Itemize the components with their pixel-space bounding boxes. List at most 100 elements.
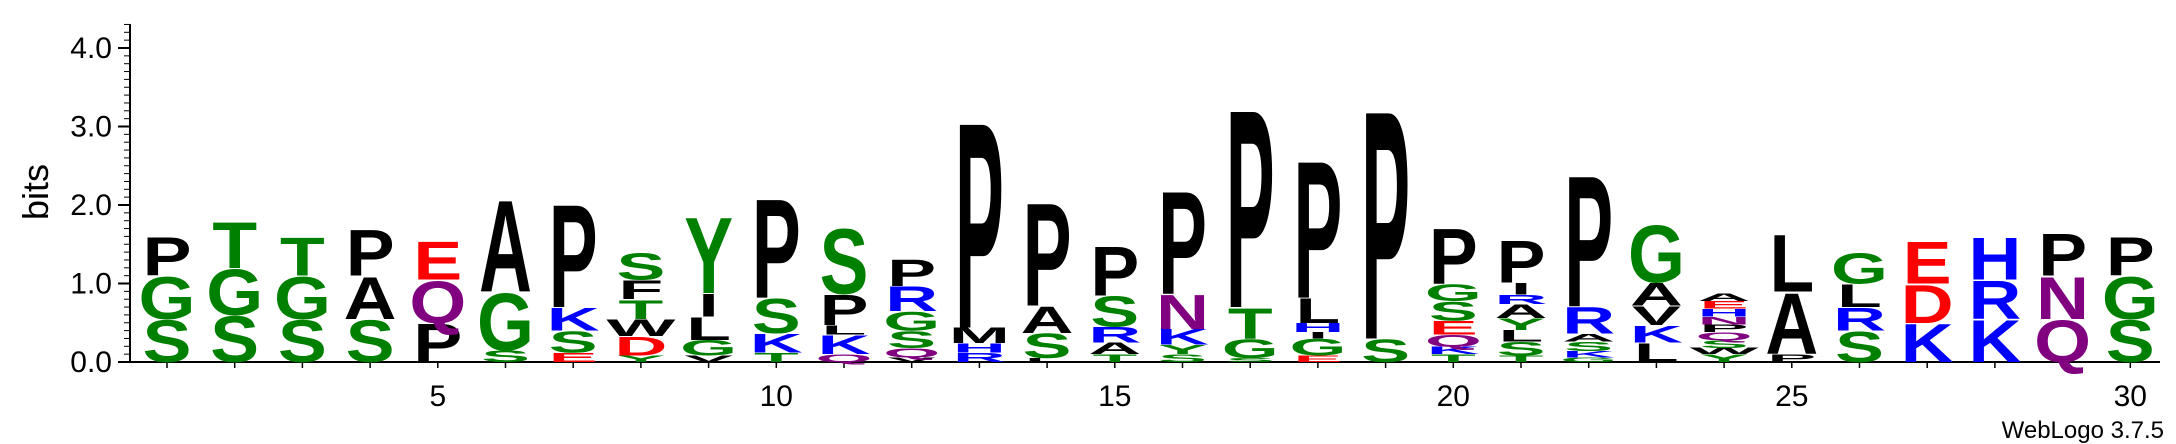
logo-letter-L: L — [1499, 327, 1544, 345]
logo-letter-T: T — [280, 227, 325, 288]
logo-letter-Y: Y — [1700, 352, 1749, 364]
logo-letter-R: R — [1968, 270, 2021, 331]
logo-letter-E: E — [1903, 230, 1952, 297]
logo-letter-T: T — [1431, 352, 1476, 364]
logo-letter-S: S — [1497, 338, 1546, 360]
y-ticks: 0.01.02.03.04.0 — [70, 23, 130, 379]
logo-letter-I: I — [698, 288, 718, 324]
logo-letter-R: R — [1088, 323, 1141, 347]
logo-letter-P: P — [346, 216, 395, 290]
logo-letter-S: S — [1158, 352, 1207, 364]
logo-letter-R: R — [953, 350, 1006, 365]
logo-letter-S: S — [1700, 338, 1749, 350]
logo-letter-D: D — [614, 331, 667, 362]
logo-letter-L: L — [1025, 357, 1070, 363]
logo-letter-S: S — [1090, 287, 1139, 336]
logo-letter-P: P — [1361, 43, 1410, 409]
logo-letter-P: P — [1023, 173, 1072, 338]
logo-letter-G: G — [1560, 356, 1617, 363]
logo-letter-V: V — [684, 354, 733, 364]
logo-letter-P: P — [549, 174, 598, 339]
logo-letter-S: S — [1564, 339, 1613, 354]
logo-letter-S: S — [2106, 308, 2155, 375]
logo-letter-P: P — [820, 285, 869, 334]
logo-letter-M: M — [949, 324, 1010, 348]
logo-letter-G: G — [680, 336, 737, 360]
logo-letter-S: S — [210, 303, 259, 377]
logo-letter-H: H — [1291, 320, 1344, 335]
logo-letter-G: G — [206, 256, 263, 330]
logo-letter-E: E — [1700, 299, 1749, 311]
logo-letter-P: P — [1429, 213, 1478, 301]
logo-letter-H: H — [953, 341, 1006, 356]
logo-letter-P: P — [1767, 352, 1816, 364]
logo-letter-Y: Y — [1158, 342, 1207, 357]
logo-letter-G: G — [2102, 265, 2159, 332]
logo-letter-K: K — [750, 328, 803, 359]
logo-letter-Y: Y — [1497, 315, 1546, 333]
logo-letter-L: L — [686, 311, 731, 347]
logo-letter-A: A — [1562, 332, 1615, 344]
y-tick-label: 2.0 — [70, 189, 112, 222]
logo-letter-I: I — [1308, 331, 1328, 341]
logo-letter-Q: Q — [883, 346, 940, 361]
logo-letter-S: S — [616, 246, 665, 288]
logo-letter-S: S — [481, 348, 530, 366]
logo-letter-I: I — [1511, 280, 1531, 298]
logo-letter-N: N — [1156, 286, 1209, 340]
logo-letter-N: N — [2036, 265, 2089, 332]
logo-letter-S: S — [1429, 296, 1478, 327]
y-tick-label: 4.0 — [70, 32, 112, 65]
logo-letter-E: E — [1293, 354, 1342, 364]
logo-letter-P: P — [887, 252, 936, 294]
logo-letter-G: G — [274, 265, 331, 332]
logo-letter-Q: Q — [2034, 308, 2091, 375]
logo-letter-E: E — [1429, 317, 1478, 339]
logo-letter-S: S — [1361, 333, 1410, 369]
logo-letter-D: D — [1901, 274, 1954, 335]
logo-letter-T: T — [1092, 352, 1137, 364]
logo-letter-K: K — [1901, 313, 1954, 374]
logo-letter-P: P — [1497, 229, 1546, 296]
logo-letter-G: G — [477, 278, 534, 369]
logo-letter-T: T — [1499, 354, 1544, 364]
logo-letter-E: E — [413, 231, 462, 292]
logo-letter-G: G — [1289, 334, 1346, 361]
logo-letter-S: S — [752, 290, 801, 344]
logo-letter-R: R — [1495, 292, 1548, 307]
logo-letter-F: F — [619, 275, 664, 306]
y-axis-label: bits — [15, 164, 56, 220]
logo-letter-P: P — [143, 227, 192, 288]
logo-letter-K: K — [1562, 350, 1615, 360]
logo-letter-S: S — [1023, 327, 1072, 366]
logo-letter-S: S — [346, 308, 395, 375]
logo-letter-H: H — [1698, 307, 1751, 319]
logo-letter-L: L — [1296, 292, 1341, 331]
logo-letter-Q: Q — [816, 352, 873, 364]
logo-letter-G: G — [139, 265, 196, 332]
logo-letter-Q: Q — [1425, 332, 1482, 350]
logo-letter-P: P — [1293, 121, 1342, 340]
logo-letters: SGPSGTSGTSAPPQESGAESKPYDWTFSVGLIYTKSPQKL… — [139, 43, 2159, 409]
logo-letter-K: K — [1630, 321, 1683, 348]
logo-letter-H: H — [1968, 226, 2021, 293]
logo-letter-T: T — [1228, 299, 1273, 348]
logo-letter-A: A — [1495, 300, 1548, 322]
logo-letter-A: A — [1765, 276, 1818, 373]
logo-letter-Y: Y — [684, 194, 733, 316]
logo-letter-S: S — [549, 325, 598, 359]
logo-letter-P: P — [413, 313, 462, 374]
logo-letter-S: S — [143, 308, 192, 375]
logo-letter-V: V — [887, 356, 936, 363]
logo-letter-G: G — [1831, 244, 1888, 293]
logo-letter-W: W — [606, 315, 676, 342]
logo-letter-G: G — [1425, 279, 1482, 306]
logo-letter-P: P — [2038, 222, 2087, 289]
logo-letter-L: L — [1769, 219, 1814, 310]
weblogo-version-label: WebLogo 3.7.5 — [2002, 417, 2164, 444]
logo-letter-T: T — [212, 208, 257, 282]
x-tick-label: 20 — [1437, 380, 1470, 413]
logo-letter-G: G — [883, 306, 940, 337]
logo-letter-P: P — [1226, 51, 1275, 367]
